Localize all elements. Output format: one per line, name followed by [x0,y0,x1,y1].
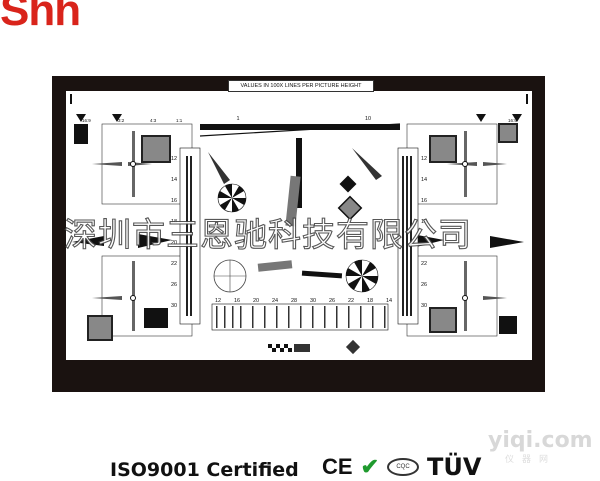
right-scale-label: 14 [421,177,427,183]
corner-target-bl [87,255,193,341]
aspect-tag-1-1: 1:1 [176,118,183,123]
brand-logo: Shh [0,0,81,35]
left-scale-label: 26 [171,282,177,288]
cqc-mark-icon: CQC [387,458,419,476]
wedge-bars [72,234,524,248]
bottom-scale-label: 24 [272,298,278,304]
left-scale-label: 16 [171,198,177,204]
right-scale-label: 12 [421,156,427,162]
bottom-scale-label: 14 [386,298,392,304]
bottom-scale-label: 18 [367,298,373,304]
center-region [179,123,419,355]
left-scale-label: 30 [171,303,177,309]
left-scale-label: 14 [171,177,177,183]
aspect-tag-16-9-right: 16:9 [508,118,517,123]
aspect-tag-3-2: 3:2 [118,118,125,123]
hbar-scale-end: 10 [365,116,371,122]
aspect-tag-4-3: 4:3 [150,118,157,123]
hbar-scale-start: 1 [236,116,239,122]
left-scale-label: 22 [171,261,177,267]
checker-strip [268,344,310,352]
bottom-scale-label: 28 [291,298,297,304]
site-watermark-sub: 仪器网 [505,454,557,464]
tuv-mark-icon: TÜV [427,453,482,481]
bottom-scale-label: 12 [215,298,221,304]
starburst-top [217,183,247,213]
corner-target-tl [74,123,193,205]
left-scale-label: 12 [171,156,177,162]
right-scale-label: 16 [421,198,427,204]
left-scale-label: 18 [171,219,177,225]
company-watermark: 深圳市三恩驰科技有限公司 [63,214,472,254]
right-scale-label: 22 [421,261,427,267]
right-scale-label: 26 [421,282,427,288]
right-scale-label: 30 [421,303,427,309]
certification-icons: CE ✔ CQC TÜV [322,453,482,481]
bottom-scale-label: 30 [310,298,316,304]
corner-target-br [406,255,517,337]
site-watermark: yiqi.com [488,428,593,453]
resolution-test-chart: 12 14 16 18 20 22 26 30 12 14 16 18 20 22 26 30 12 16 20 24… [70,94,528,355]
bottom-scale-label: 22 [348,298,354,304]
left-scale-label: 20 [171,240,177,246]
check-mark-icon: ✔ [360,454,379,479]
top-ticks [70,94,528,122]
chart-header-label: VALUES IN 100X LINES PER PICTURE HEIGHT [228,80,374,92]
starburst-bottom [345,259,379,293]
bottom-scale-label: 20 [253,298,259,304]
bottom-scale-label: 16 [234,298,240,304]
corner-target-tr [406,123,518,205]
aspect-tag-16-9: 16:9 [82,118,91,123]
iso-certification-text: ISO9001 Certified [110,459,299,481]
ce-mark-icon: CE [322,454,353,479]
right-scale-label: 20 [421,240,427,246]
right-scale-label: 18 [421,219,427,225]
bottom-scale-label: 26 [329,298,335,304]
